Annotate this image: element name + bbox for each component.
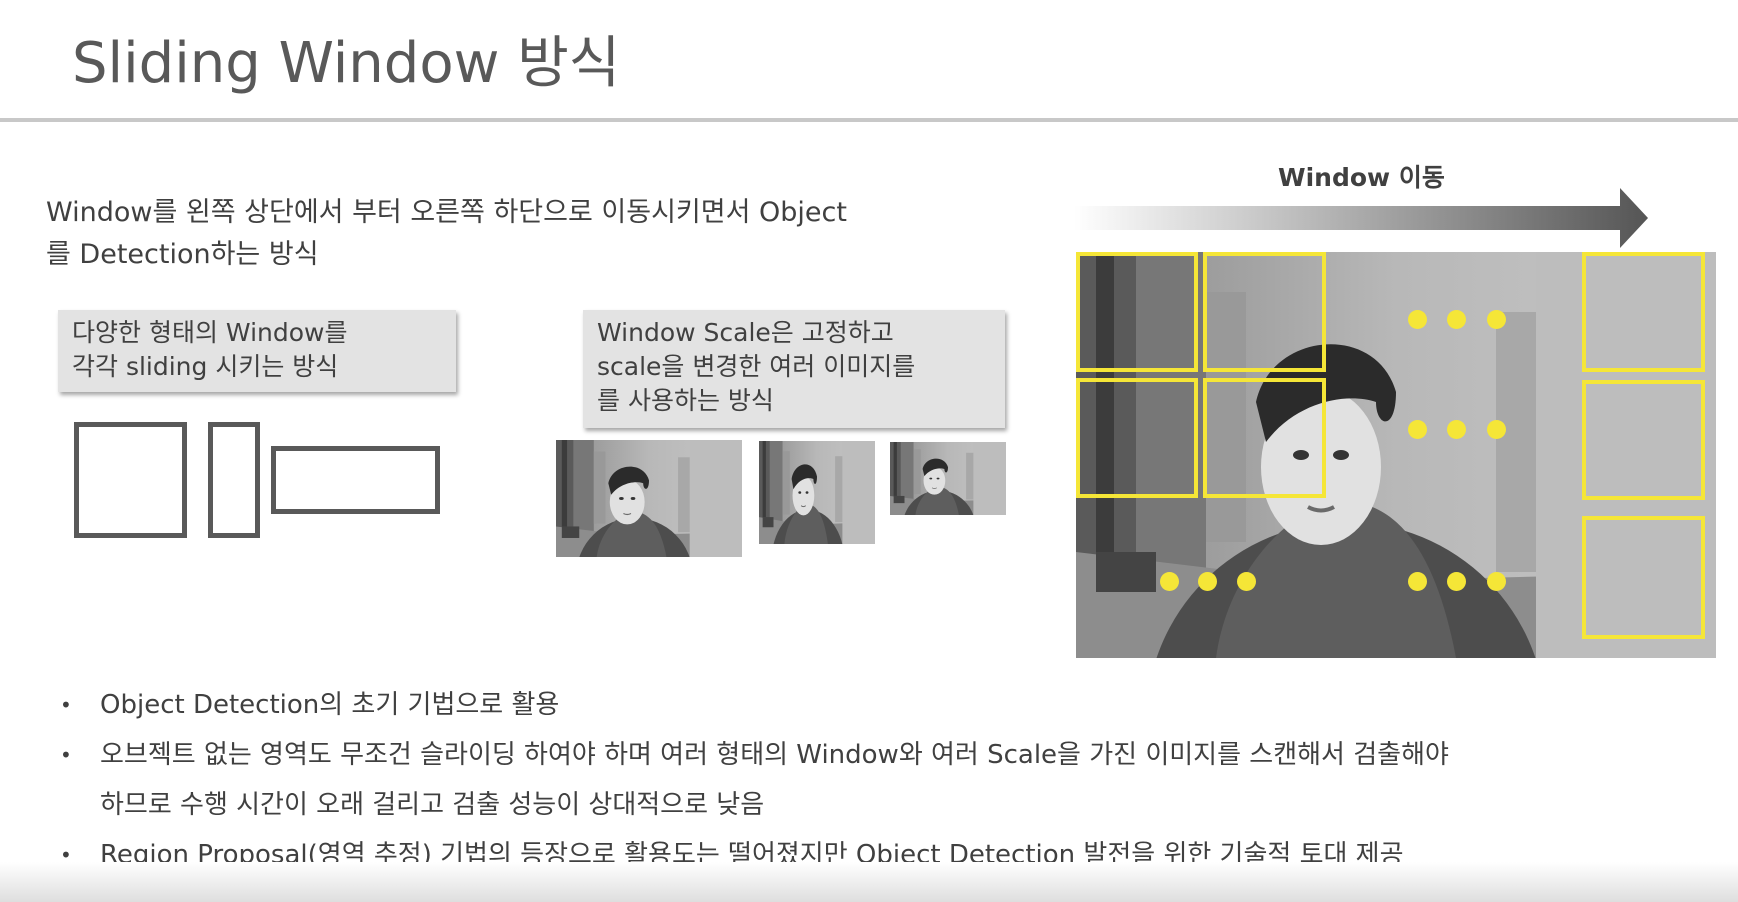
intro-text: Window를 왼쪽 상단에서 부터 오른쪽 하단으로 이동시키면서 Objec… xyxy=(46,192,1036,276)
bullet-mark: • xyxy=(60,693,72,717)
ellipsis-dot xyxy=(1408,572,1427,591)
bullet-text: 오브젝트 없는 영역도 무조건 슬라이딩 하여야 하며 여러 형태의 Windo… xyxy=(100,740,1449,770)
bullet-item: • 오브젝트 없는 영역도 무조건 슬라이딩 하여야 하며 여러 형태의 Win… xyxy=(56,730,1696,780)
ellipsis-dot xyxy=(1408,420,1427,439)
window-box-row2-col1 xyxy=(1076,378,1198,498)
ellipsis-dot xyxy=(1237,572,1256,591)
ellipsis-dot xyxy=(1198,572,1217,591)
bullet-continuation: 하므로 수행 시간이 오래 걸리고 검출 성능이 상대적으로 낮음 xyxy=(56,780,1696,830)
callout-left-line-2: 각각 sliding 시키는 방식 xyxy=(72,352,339,381)
scaled-image-medium xyxy=(759,441,875,544)
window-box-row1-col1 xyxy=(1076,252,1198,372)
bullet-item: • Object Detection의 초기 기법으로 활용 xyxy=(56,680,1696,730)
bullet-mark: • xyxy=(60,743,72,767)
wide-window-shape xyxy=(271,446,440,514)
callout-middle-line-2: scale을 변경한 여러 이미지를 xyxy=(597,352,916,381)
bullet-mark: • xyxy=(60,843,72,867)
callout-middle-line-3: 를 사용하는 방식 xyxy=(597,386,774,415)
intro-line-2: 를 Detection하는 방식 xyxy=(46,239,319,270)
ellipsis-dot xyxy=(1408,310,1427,329)
square-window-shape xyxy=(74,422,187,538)
window-box-row1-col2 xyxy=(1203,252,1326,372)
callout-left-line-1: 다양한 형태의 Window를 xyxy=(72,318,348,347)
intro-line-1: Window를 왼쪽 상단에서 부터 오른쪽 하단으로 이동시키면서 Objec… xyxy=(46,197,847,228)
bullet-text: 하므로 수행 시간이 오래 걸리고 검출 성능이 상대적으로 낮음 xyxy=(100,790,765,820)
title-divider xyxy=(0,118,1738,122)
bottom-fade xyxy=(0,862,1738,902)
ellipsis-dot xyxy=(1160,572,1179,591)
callout-image-scales: Window Scale은 고정하고 scale을 변경한 여러 이미지를 를 … xyxy=(583,310,1005,428)
callout-window-shapes: 다양한 형태의 Window를 각각 sliding 시키는 방식 xyxy=(58,310,456,392)
slide-title: Sliding Window 방식 xyxy=(72,31,621,96)
ellipsis-dot xyxy=(1447,572,1466,591)
window-move-arrow xyxy=(1074,188,1648,248)
ellipsis-dot xyxy=(1487,310,1506,329)
ellipsis-dot xyxy=(1447,310,1466,329)
callout-middle-line-1: Window Scale은 고정하고 xyxy=(597,318,894,347)
window-box-row2-col2 xyxy=(1203,378,1326,498)
window-box-row2-last xyxy=(1582,380,1705,500)
tall-window-shape xyxy=(208,422,260,538)
scaled-image-small xyxy=(890,442,1006,515)
ellipsis-dot xyxy=(1447,420,1466,439)
scaled-image-large xyxy=(556,440,742,557)
ellipsis-dot xyxy=(1487,572,1506,591)
window-box-row3-last xyxy=(1582,516,1705,639)
bullet-list: • Object Detection의 초기 기법으로 활용 • 오브젝트 없는… xyxy=(56,680,1696,880)
ellipsis-dot xyxy=(1487,420,1506,439)
window-box-row1-last xyxy=(1582,252,1705,372)
bullet-text: Object Detection의 초기 기법으로 활용 xyxy=(100,690,560,720)
arrow-label: Window 이동 xyxy=(1278,163,1445,192)
